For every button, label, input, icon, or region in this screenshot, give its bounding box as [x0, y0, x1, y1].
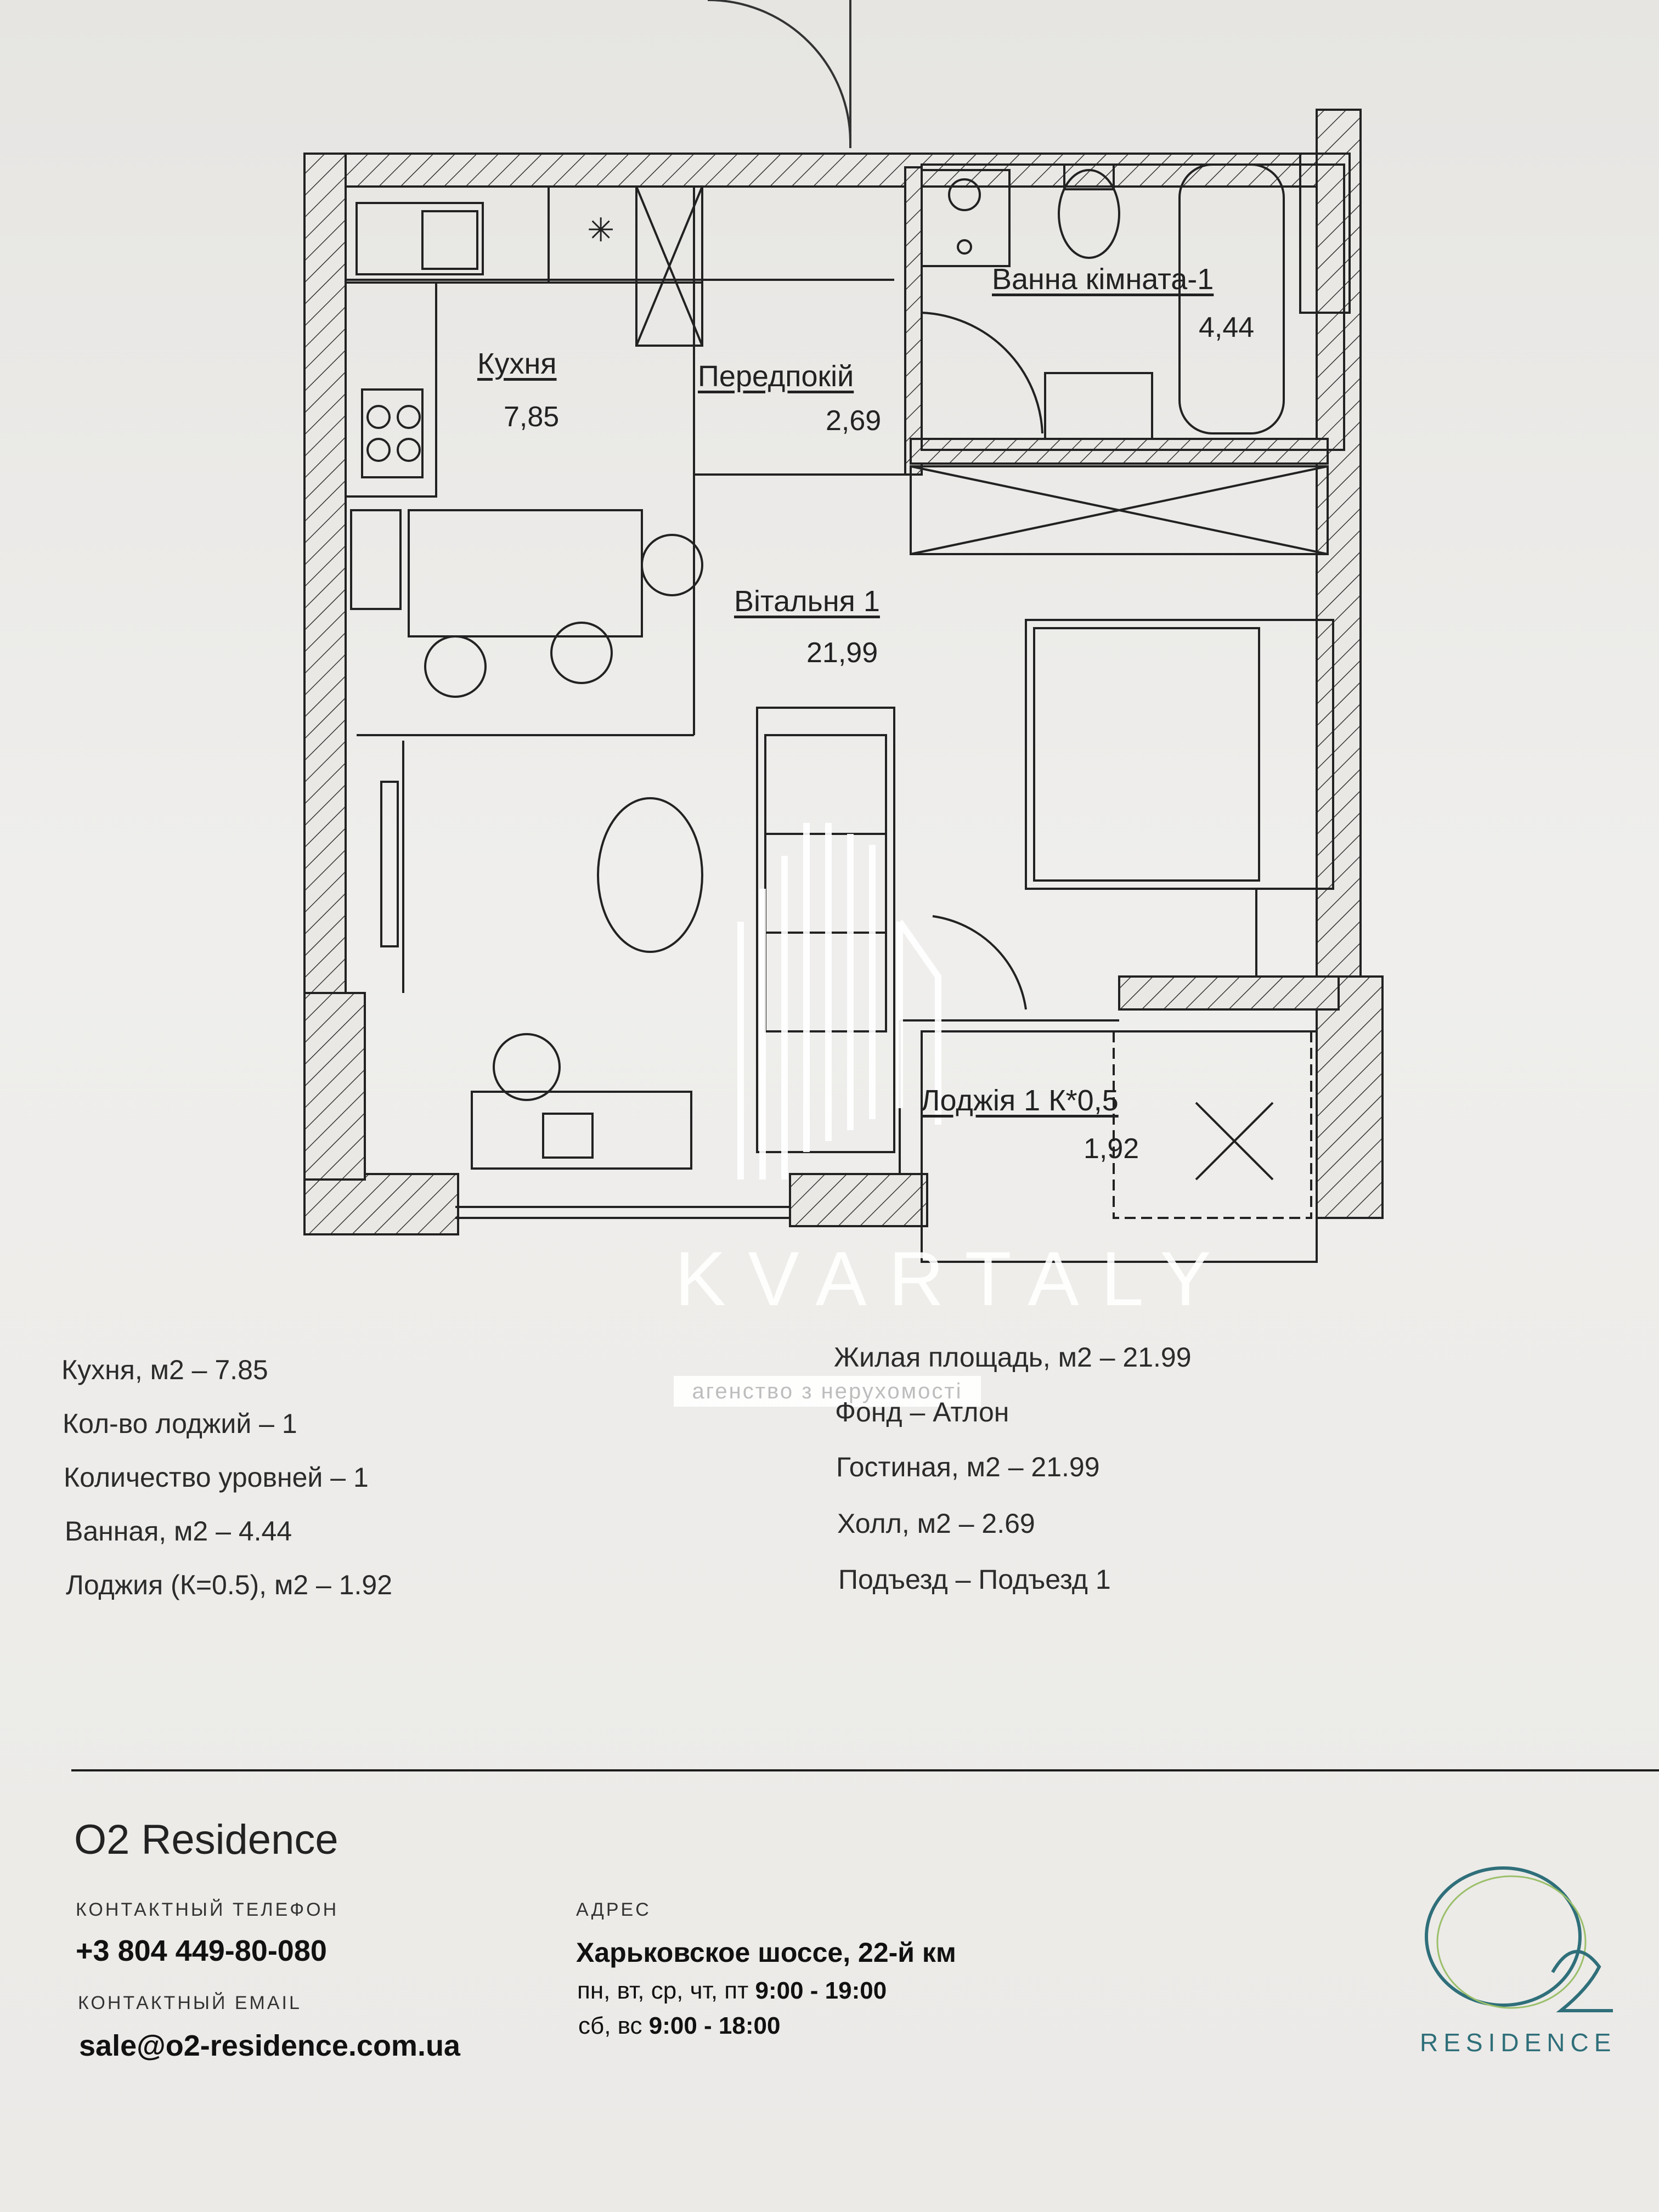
spec-right-2: Фонд – Атлон	[835, 1397, 1009, 1427]
phone-number[interactable]: +3 804 449-80-080	[76, 1934, 327, 1967]
watermark-tagline: агенство з нерухомості	[674, 1376, 981, 1407]
room-area-kitchen: 7,85	[504, 401, 560, 433]
spec-left-4: Ванная, м2 – 4.44	[65, 1516, 292, 1547]
kitchen-fixtures: ✳	[345, 185, 703, 698]
room-area-loggia: 1,92	[1084, 1133, 1139, 1165]
hours-weekend-days: сб, вс	[578, 2012, 642, 2039]
bathroom-fixtures	[921, 153, 1351, 451]
hours-weekdays-days: пн, вт, ср, чт, пт	[577, 1977, 749, 2004]
entry-door-swing	[707, 0, 851, 143]
spec-left-5: Лоджия (К=0.5), м2 – 1.92	[66, 1570, 393, 1600]
watermark-logo: KVARTALY	[675, 1235, 1233, 1322]
loggia-fixtures	[1113, 1030, 1312, 1219]
hours-weekdays: пн, вт, ср, чт, пт 9:00 - 19:00	[577, 1977, 887, 2005]
phone-caption: КОНТАКТНЫЙ ТЕЛЕФОН	[76, 1899, 339, 1920]
svg-text:✳: ✳	[587, 211, 614, 250]
address-caption: АДРЕС	[576, 1899, 651, 1920]
living-furniture	[380, 619, 1334, 1170]
room-area-bathroom: 4,44	[1199, 312, 1255, 343]
room-name-kitchen: Кухня	[477, 347, 557, 380]
exterior-walls	[303, 109, 1384, 1235]
spec-left-1: Кухня, м2 – 7.85	[61, 1355, 268, 1385]
brand-title: O2 Residence	[74, 1816, 338, 1863]
o2-residence-logo	[1425, 1866, 1613, 2012]
watermark-bars	[737, 823, 941, 1180]
footer-divider	[71, 1769, 1659, 1771]
hours-weekdays-time: 9:00 - 19:00	[755, 1977, 887, 2004]
hours-weekend-time: 9:00 - 18:00	[648, 2012, 781, 2039]
spec-left-2: Кол-во лоджий – 1	[63, 1408, 297, 1439]
logo-wordmark: RESIDENCE	[1420, 2028, 1617, 2057]
room-name-loggia: Лоджія 1 К*0,5	[921, 1084, 1119, 1117]
hours-weekend: сб, вс 9:00 - 18:00	[578, 2012, 780, 2040]
spec-right-1: Жилая площадь, м2 – 21.99	[834, 1342, 1192, 1373]
email-link[interactable]: sale@o2-residence.com.ua	[79, 2029, 460, 2062]
room-name-living: Вітальня 1	[734, 585, 880, 618]
address-text: Харьковское шоссе, 22-й км	[576, 1937, 956, 1968]
room-name-hall: Передпокій	[698, 360, 854, 393]
email-caption: КОНТАКТНЫЙ EMAIL	[78, 1993, 302, 2013]
spec-right-4: Холл, м2 – 2.69	[837, 1508, 1035, 1539]
room-area-living: 21,99	[806, 637, 878, 669]
interior-walls	[346, 166, 1340, 1263]
room-area-hall: 2,69	[826, 405, 882, 437]
room-name-bathroom: Ванна кімната-1	[992, 263, 1214, 296]
spec-right-3: Гостиная, м2 – 21.99	[836, 1452, 1100, 1482]
spec-left-3: Количество уровней – 1	[64, 1462, 369, 1493]
floor-plan: ✳	[303, 0, 1384, 1263]
spec-right-5: Подъезд – Подъезд 1	[838, 1564, 1111, 1595]
